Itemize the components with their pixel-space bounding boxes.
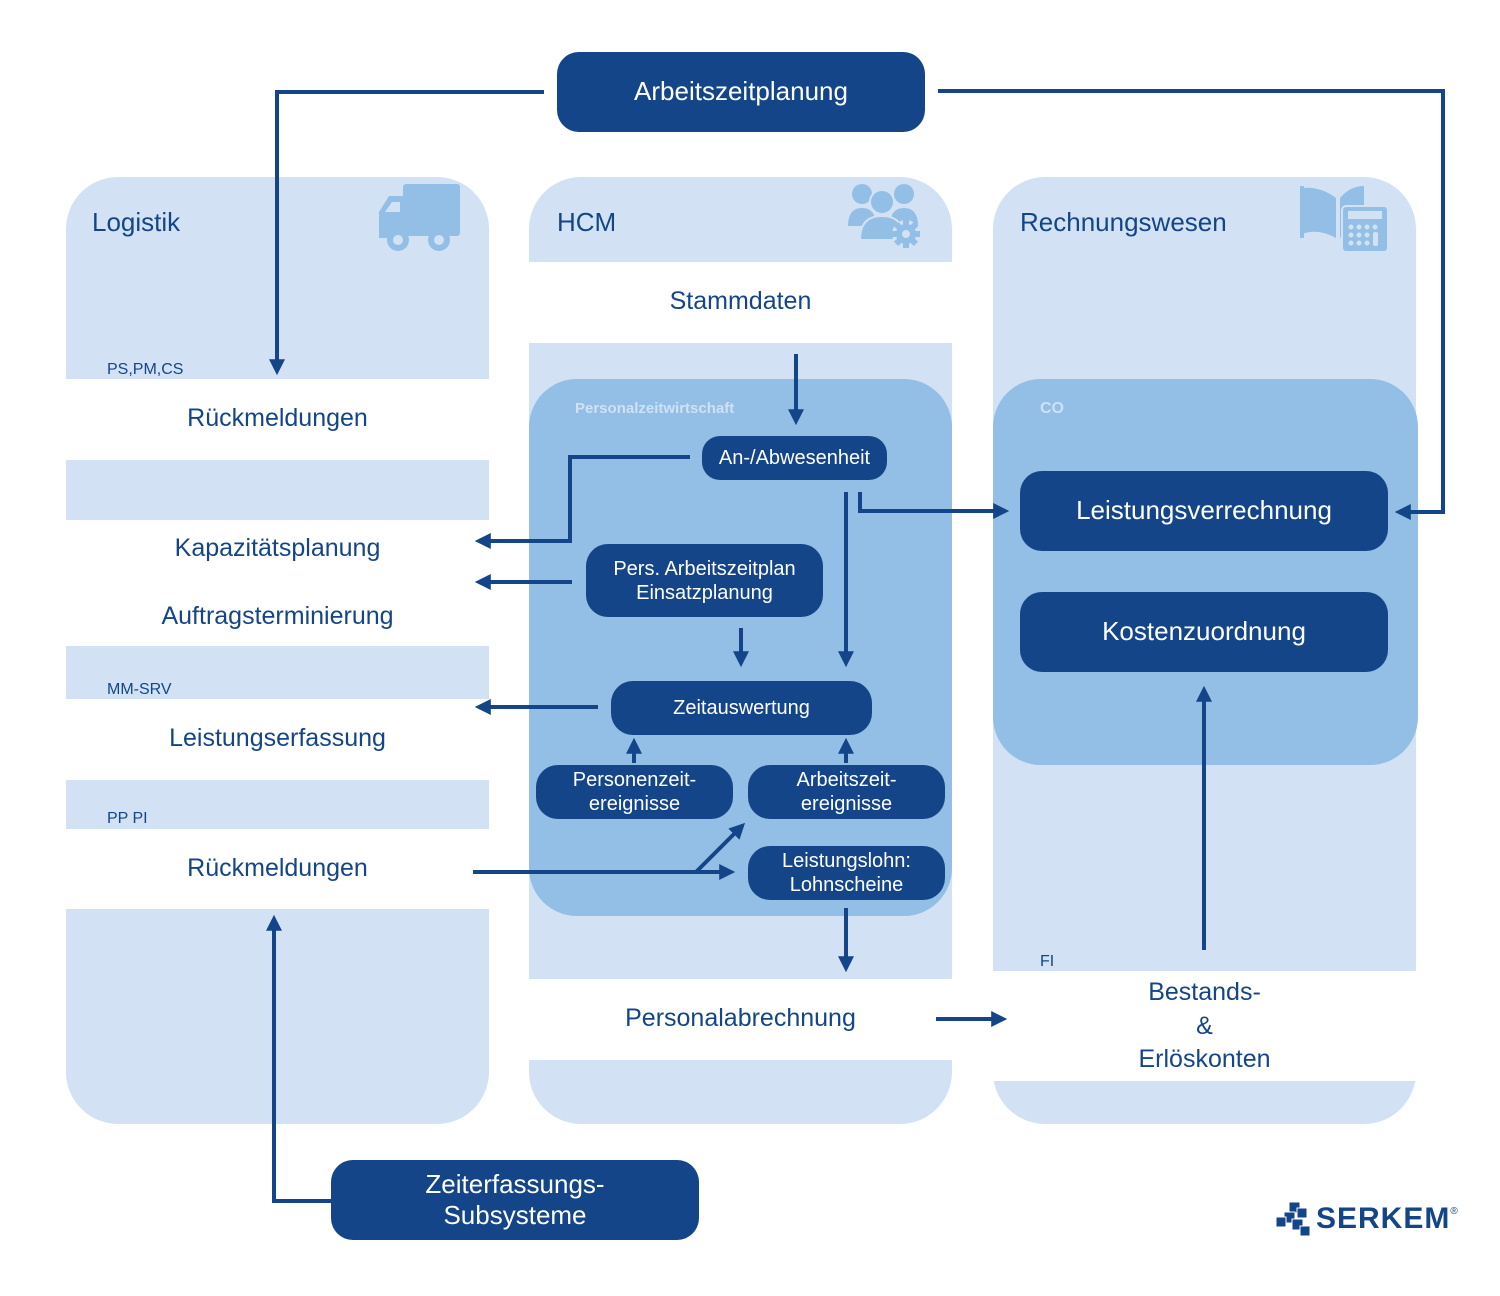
band-rueckmeldungen-top	[66, 379, 489, 460]
column-logistik	[66, 177, 489, 1124]
box-zeitauswertung-label: Zeitauswertung	[673, 697, 810, 719]
truck-icon	[379, 184, 460, 251]
box-arbeitszeit-line1: Arbeitszeit-	[796, 769, 897, 791]
serkem-logo-text: SERKEM	[1316, 1202, 1451, 1235]
box-pers-arbeitszeitplan[interactable]: Pers. Arbeitszeitplan Einsatzplanung	[586, 544, 823, 617]
box-arbeitszeitplanung-label: Arbeitszeitplanung	[634, 76, 848, 107]
label-bestand-line1: Bestands-	[1148, 978, 1261, 1006]
label-leistungserfassung: Leistungserfassung	[169, 724, 386, 752]
section-label-personalzeitwirtschaft: Personalzeitwirtschaft	[575, 400, 735, 417]
box-zeiterfassungs-subsysteme[interactable]: Zeiterfassungs- Subsysteme	[331, 1160, 699, 1240]
band-rueckmeldungen-bottom	[66, 829, 489, 909]
box-personenzeit-line2: ereignisse	[588, 793, 681, 815]
box-kostenzuordnung[interactable]: Kostenzuordnung	[1020, 592, 1388, 672]
tag-mm-srv: MM-SRV	[107, 681, 172, 698]
box-leistungslohn[interactable]: Leistungslohn: Lohnscheine	[748, 846, 945, 900]
box-an-abwesenheit[interactable]: An-/Abwesenheit	[702, 436, 887, 480]
section-co	[993, 379, 1418, 765]
box-zeiterfassung-line2: Subsysteme	[443, 1200, 587, 1230]
tag-pp-pi: PP PI	[107, 810, 148, 827]
box-kostenzuordnung-label: Kostenzuordnung	[1102, 616, 1306, 647]
box-arbeitszeitereignisse[interactable]: Arbeitszeit- ereignisse	[748, 765, 945, 819]
box-zeiterfassung-line1: Zeiterfassungs-	[425, 1168, 605, 1199]
serkem-logo-mark-icon	[1276, 1201, 1311, 1237]
label-kapazitaetsplanung: Kapazitätsplanung	[174, 534, 381, 562]
serkem-logo: SERKEM ®	[1276, 1200, 1458, 1238]
book-calculator-icon	[1300, 186, 1389, 253]
serkem-registered-mark: ®	[1450, 1206, 1458, 1217]
band-personalabrechnung	[529, 979, 952, 1060]
label-rueckmeldungen-bottom: Rückmeldungen	[187, 854, 368, 882]
tag-fi: FI	[1040, 953, 1055, 970]
label-rueckmeldungen-top: Rückmeldungen	[187, 404, 368, 432]
box-leistungslohn-line1: Leistungslohn:	[782, 850, 911, 872]
label-bestand-line2: &	[1196, 1012, 1213, 1040]
label-auftragsterminierung: Auftragsterminierung	[161, 602, 394, 630]
column-title-hcm: HCM	[557, 207, 617, 237]
box-leistungsverrechnung-label: Leistungsverrechnung	[1076, 495, 1332, 526]
tag-ps-pm-cs: PS,PM,CS	[107, 361, 184, 378]
label-personalabrechnung: Personalabrechnung	[625, 1004, 856, 1032]
box-arbeitszeitplanung[interactable]: Arbeitszeitplanung	[557, 52, 925, 132]
box-personenzeit-line1: Personenzeit-	[572, 769, 697, 791]
band-bestand	[993, 971, 1416, 1081]
section-label-co: CO	[1040, 400, 1064, 417]
box-arbeitszeit-line2: ereignisse	[800, 793, 893, 815]
label-stammdaten: Stammdaten	[669, 287, 812, 315]
band-planung	[66, 520, 489, 646]
users-gear-icon	[848, 184, 920, 248]
box-pers-arbeitszeitplan-line2: Einsatzplanung	[636, 581, 773, 604]
box-an-abwesenheit-label: An-/Abwesenheit	[718, 447, 871, 469]
column-title-rechnungswesen: Rechnungswesen	[1020, 207, 1227, 237]
box-personenzeitereignisse[interactable]: Personenzeit- ereignisse	[536, 765, 733, 819]
box-pers-arbeitszeitplan-line1: Pers. Arbeitszeitplan	[613, 557, 796, 580]
label-bestand-line3: Erlöskonten	[1138, 1045, 1271, 1073]
box-zeitauswertung[interactable]: Zeitauswertung	[611, 681, 872, 735]
box-leistungsverrechnung[interactable]: Leistungsverrechnung	[1020, 471, 1388, 551]
column-title-logistik: Logistik	[92, 207, 181, 237]
band-leistungserfassung	[66, 699, 489, 780]
box-leistungslohn-line2: Lohnscheine	[789, 874, 904, 896]
band-stammdaten	[529, 262, 952, 343]
